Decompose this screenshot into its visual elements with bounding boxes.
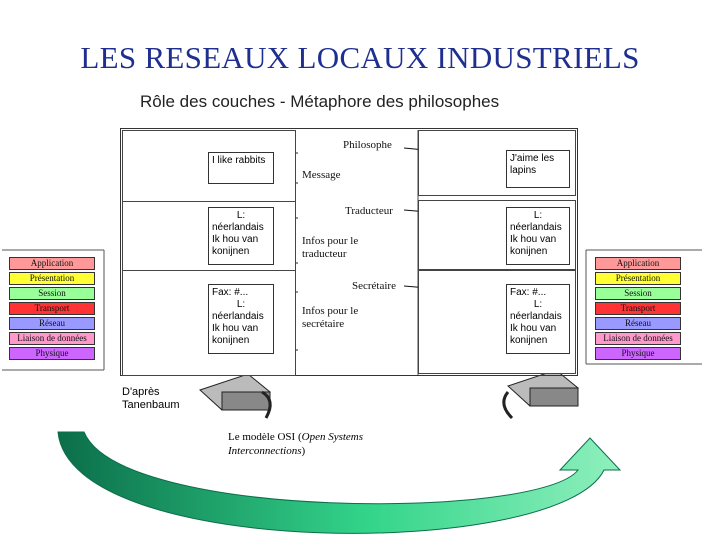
right-trad-line2: néerlandais <box>510 222 562 233</box>
osi-layer-2: Session <box>595 287 681 300</box>
osi-layer-3: Transport <box>9 302 95 315</box>
role-message: Message <box>302 169 341 181</box>
left-fax-line4: Ik hou van <box>212 323 259 334</box>
right-fax-line1: Fax: #... <box>510 287 547 298</box>
left-message-box: I like rabbits <box>208 152 274 184</box>
osi-layer-4: Réseau <box>595 317 681 330</box>
role-infos-traducteur: Infos pour le traducteur <box>302 235 358 261</box>
left-trad-line4: konijnen <box>212 246 250 257</box>
right-fax-line4: Ik hou van <box>510 323 557 334</box>
diagram-frame <box>120 128 578 376</box>
role-secretaire: Secrétaire <box>352 280 396 292</box>
role-infos-traducteur-line1: Infos pour le <box>302 235 359 247</box>
caption-italic: Open Systems Interconnections <box>228 431 364 457</box>
right-translator-box: L: néerlandais Ik hou van konijnen <box>506 207 570 265</box>
fax-machine-left <box>199 373 272 419</box>
role-philosophe: Philosophe <box>343 139 392 151</box>
role-infos-traducteur-line2: traducteur <box>302 248 347 260</box>
left-fax-line5: konijnen <box>212 335 250 346</box>
right-message-line1: J'aime les <box>510 153 555 164</box>
osi-layer-5: Liaison de données <box>9 332 95 345</box>
slide-title: LES RESEAUX LOCAUX INDUSTRIELS <box>80 40 640 75</box>
right-trad-line3: Ik hou van <box>510 234 557 245</box>
credit-line2: Tanenbaum <box>122 399 180 411</box>
osi-layer-0: Application <box>9 257 95 270</box>
osi-layer-0: Application <box>595 257 681 270</box>
role-traducteur: Traducteur <box>345 205 393 217</box>
right-fax-box: Fax: #... L: néerlandais Ik hou van koni… <box>506 284 570 354</box>
right-message-box: J'aime les lapins <box>506 150 570 188</box>
right-fax-line2: L: <box>533 299 543 310</box>
left-trad-line1: L: <box>236 210 246 221</box>
left-trad-line3: Ik hou van <box>212 234 259 245</box>
left-fax-line1: Fax: #... <box>212 287 249 298</box>
osi-layer-5: Liaison de données <box>595 332 681 345</box>
slide-subtitle: Rôle des couches - Métaphore des philoso… <box>140 92 500 111</box>
osi-transfer-arrow <box>57 431 622 534</box>
credit: D'après Tanenbaum <box>122 386 180 412</box>
osi-layer-2: Session <box>9 287 95 300</box>
osi-layer-1: Présentation <box>9 272 95 285</box>
right-fax-line5: konijnen <box>510 335 548 346</box>
left-fax-line2: L: <box>236 299 246 310</box>
osi-layer-3: Transport <box>595 302 681 315</box>
left-fax-line3: néerlandais <box>212 311 264 322</box>
osi-layer-6: Physique <box>9 347 95 360</box>
osi-layer-6: Physique <box>595 347 681 360</box>
caption-prefix: Le modèle OSI ( <box>228 431 302 443</box>
left-message-text: I like rabbits <box>212 155 266 166</box>
left-fax-box: Fax: #... L: néerlandais Ik hou van koni… <box>208 284 274 354</box>
osi-layer-4: Réseau <box>9 317 95 330</box>
role-infos-secretaire: Infos pour le secrétaire <box>302 305 358 331</box>
right-fax-line3: néerlandais <box>510 311 562 322</box>
left-translator-box: L: néerlandais Ik hou van konijnen <box>208 207 274 265</box>
right-message-line2: lapins <box>510 165 537 176</box>
osi-layer-1: Présentation <box>595 272 681 285</box>
role-infos-secretaire-line2: secrétaire <box>302 318 345 330</box>
osi-caption: Le modèle OSI (Open Systems Interconnect… <box>228 430 408 458</box>
credit-line1: D'après <box>122 386 160 398</box>
left-trad-line2: néerlandais <box>212 222 264 233</box>
role-infos-secretaire-line1: Infos pour le <box>302 305 359 317</box>
right-trad-line1: L: <box>533 210 543 221</box>
caption-suffix: ) <box>301 445 306 457</box>
fax-machine-right <box>502 369 579 420</box>
right-trad-line4: konijnen <box>510 246 548 257</box>
